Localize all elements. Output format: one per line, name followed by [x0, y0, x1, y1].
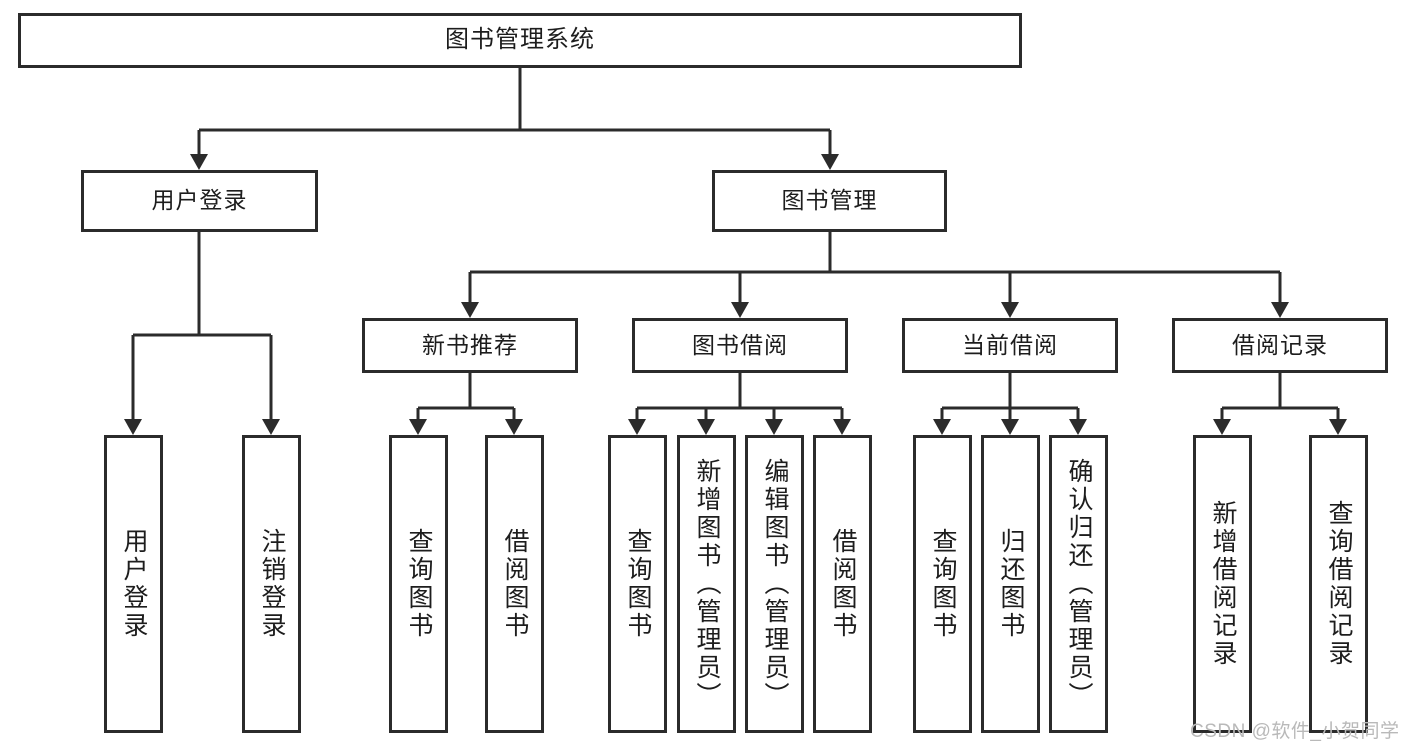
node-book-management[interactable]: 图书管理	[712, 170, 947, 232]
node-label: 当前借阅	[962, 331, 1058, 358]
leaf-confirm-return-admin[interactable]: 确认归还（管理员）	[1049, 435, 1108, 733]
leaf-borrow-book[interactable]: 借阅图书	[813, 435, 872, 733]
node-current-borrow[interactable]: 当前借阅	[902, 318, 1118, 373]
leaf-borrow-book-recommend[interactable]: 借阅图书	[485, 435, 544, 733]
leaf-query-book-current[interactable]: 查询图书	[913, 435, 972, 733]
leaf-query-book-borrow[interactable]: 查询图书	[608, 435, 667, 733]
node-label: 新增图书（管理员）	[693, 458, 721, 710]
node-label: 查询图书	[929, 528, 957, 640]
node-root-book-management-system[interactable]: 图书管理系统	[18, 13, 1022, 68]
node-label: 编辑图书（管理员）	[761, 458, 789, 710]
node-label: 用户登录	[151, 187, 248, 214]
node-label: 借阅图书	[829, 528, 857, 640]
node-label: 图书管理	[781, 187, 878, 214]
node-label: 确认归还（管理员）	[1065, 458, 1093, 710]
leaf-query-borrow-record[interactable]: 查询借阅记录	[1309, 435, 1368, 733]
node-label: 新增借阅记录	[1209, 500, 1237, 668]
leaf-add-book-admin[interactable]: 新增图书（管理员）	[677, 435, 736, 733]
leaf-add-borrow-record[interactable]: 新增借阅记录	[1193, 435, 1252, 733]
node-label: 注销登录	[258, 528, 286, 640]
node-label: 新书推荐	[422, 331, 518, 358]
leaf-user-login[interactable]: 用户登录	[104, 435, 163, 733]
node-book-borrow[interactable]: 图书借阅	[632, 318, 848, 373]
node-user-login[interactable]: 用户登录	[81, 170, 318, 232]
node-label: 图书管理系统	[445, 26, 595, 54]
node-label: 查询图书	[405, 528, 433, 640]
node-label: 图书借阅	[692, 331, 788, 358]
node-label: 归还图书	[997, 528, 1025, 640]
node-label: 查询图书	[624, 528, 652, 640]
leaf-edit-book-admin[interactable]: 编辑图书（管理员）	[745, 435, 804, 733]
leaf-return-book[interactable]: 归还图书	[981, 435, 1040, 733]
node-label: 查询借阅记录	[1325, 500, 1353, 668]
node-label: 借阅图书	[501, 528, 529, 640]
node-borrow-record[interactable]: 借阅记录	[1172, 318, 1388, 373]
leaf-logout-login[interactable]: 注销登录	[242, 435, 301, 733]
leaf-query-book-recommend[interactable]: 查询图书	[389, 435, 448, 733]
node-label: 借阅记录	[1232, 331, 1328, 358]
node-label: 用户登录	[120, 528, 148, 640]
node-new-book-recommend[interactable]: 新书推荐	[362, 318, 578, 373]
